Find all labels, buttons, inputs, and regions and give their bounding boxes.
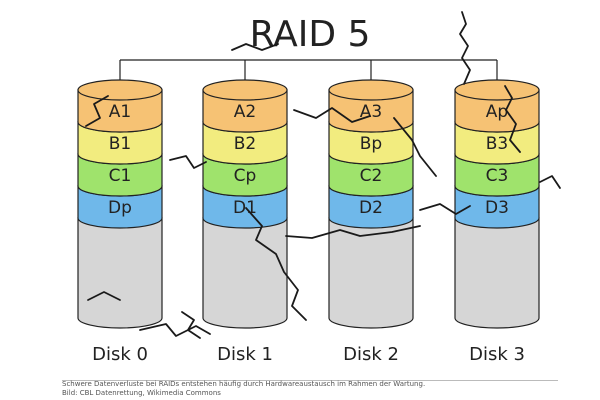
block-label: B2 [234, 134, 256, 154]
block-label: A1 [109, 102, 131, 122]
damage-crack [504, 85, 521, 153]
diagram-title: RAID 5 [250, 14, 371, 55]
block-label: B3 [486, 134, 508, 154]
block-segment [202, 89, 288, 133]
block-label: Ap [486, 102, 508, 122]
block-segment [328, 185, 414, 229]
block-segment [454, 89, 540, 133]
damage-crack [85, 95, 109, 127]
damage-crack [539, 175, 561, 189]
disk-label: Disk 3 [469, 344, 525, 365]
disk-label: Disk 0 [92, 344, 148, 365]
block-label: D3 [485, 198, 509, 218]
disk-body [202, 217, 288, 329]
damage-crack [459, 11, 471, 85]
disk-body [328, 217, 414, 329]
block-top [328, 79, 414, 101]
block-label: D2 [359, 198, 383, 218]
block-label: C3 [486, 166, 509, 186]
damage-cracks [85, 11, 561, 339]
disk-body [77, 217, 163, 329]
connector-lines [119, 59, 498, 80]
block-segment [202, 121, 288, 165]
damage-crack [285, 225, 421, 239]
block-segment [328, 153, 414, 197]
block-top [77, 79, 163, 101]
damage-crack [293, 107, 371, 123]
block-label: Cp [234, 166, 257, 186]
block-segment [328, 121, 414, 165]
caption-divider [62, 380, 558, 381]
caption-line-2: Bild: CBL Datenrettung, Wikimedia Common… [62, 389, 221, 397]
damage-crack [419, 203, 471, 215]
block-label: Bp [360, 134, 382, 154]
block-segment [77, 153, 163, 197]
damage-crack [87, 291, 121, 301]
block-top [454, 79, 540, 101]
damage-crack [245, 207, 307, 321]
block-segment [202, 185, 288, 229]
damage-crack [139, 323, 211, 337]
block-segment [454, 121, 540, 165]
block-segment [454, 185, 540, 229]
block-label: B1 [109, 134, 131, 154]
block-segment [77, 121, 163, 165]
disk-label: Disk 1 [217, 344, 273, 365]
block-segment [77, 185, 163, 229]
caption-line-1: Schwere Datenverluste bei RAIDs entstehe… [62, 380, 426, 388]
damage-crack [231, 43, 279, 51]
disk-label: Disk 2 [343, 344, 399, 365]
disk-body [454, 217, 540, 329]
block-segment [454, 153, 540, 197]
damage-crack [393, 117, 437, 177]
block-label: C2 [360, 166, 383, 186]
block-label: C1 [109, 166, 132, 186]
block-segment [202, 153, 288, 197]
block-top [202, 79, 288, 101]
damage-crack [169, 155, 207, 169]
block-label: Dp [108, 198, 132, 218]
damage-crack [181, 311, 201, 339]
block-label: A2 [234, 102, 256, 122]
